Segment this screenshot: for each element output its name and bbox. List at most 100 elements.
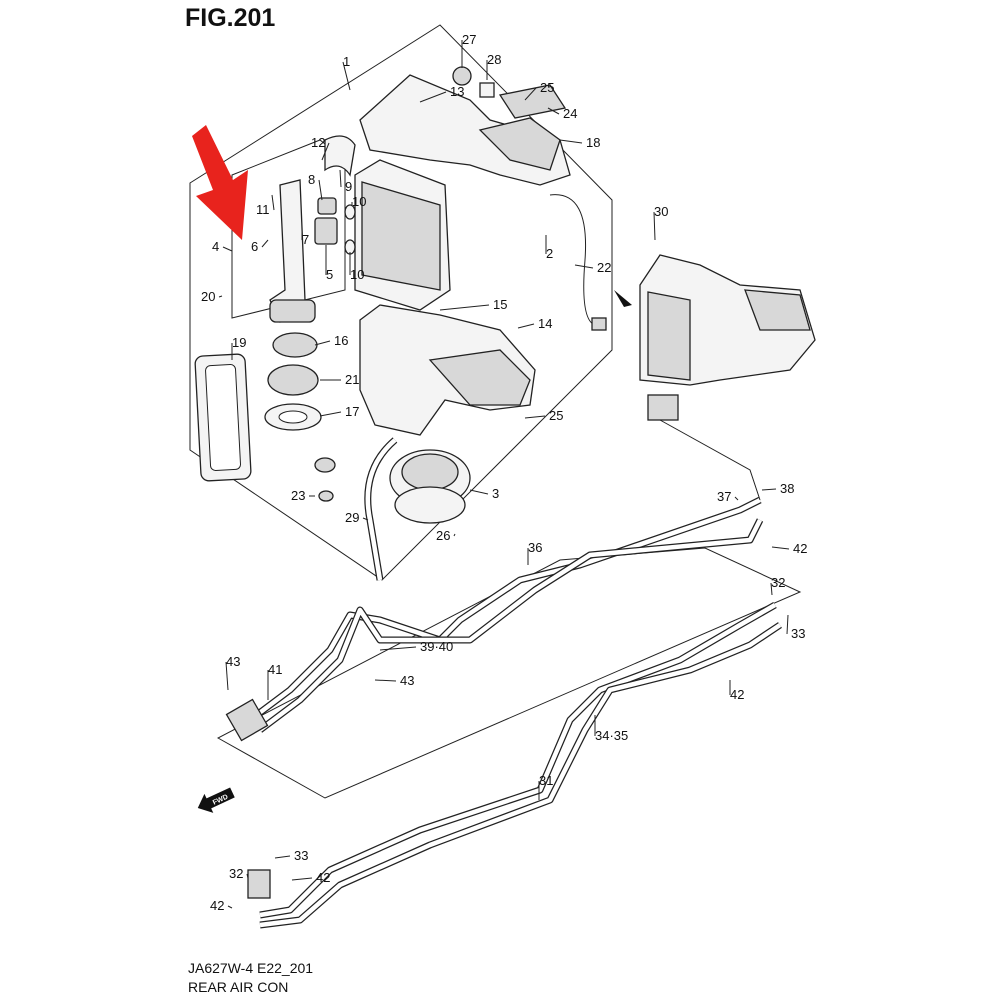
callout-26: 26: [436, 528, 450, 543]
callout-19: 19: [232, 335, 246, 350]
leader-line: [246, 873, 249, 879]
leader-line: [218, 295, 223, 298]
callout-42: 42: [316, 870, 330, 885]
callout-5: 5: [326, 267, 333, 282]
red-pointer-arrow-icon: [192, 125, 248, 240]
leader-line: [314, 340, 331, 346]
direction-arrow-icon: [614, 290, 632, 307]
seal-parts: [194, 332, 336, 502]
leader-line: [469, 489, 489, 495]
callout-43: 43: [226, 654, 240, 669]
leader-line: [439, 304, 490, 311]
callout-9: 9: [345, 179, 352, 194]
callout-42: 42: [210, 898, 224, 913]
drain-hose: [364, 437, 398, 581]
callout-29: 29: [345, 510, 359, 525]
callout-14: 14: [538, 316, 552, 331]
leader-line: [319, 411, 342, 417]
callout-16: 16: [334, 333, 348, 348]
callout-34·35: 34·35: [595, 728, 628, 743]
leader-line: [362, 517, 369, 521]
leader-line: [770, 582, 773, 596]
leader-line: [379, 646, 417, 651]
callout-36: 36: [528, 540, 542, 555]
leader-line: [225, 661, 229, 691]
callout-33: 33: [791, 626, 805, 641]
callout-2: 2: [546, 246, 553, 261]
leader-line: [271, 194, 275, 211]
callout-22: 22: [597, 260, 611, 275]
leader-line: [453, 533, 456, 537]
leader-line: [786, 614, 789, 635]
leader-line: [524, 87, 537, 101]
callout-39·40: 39·40: [420, 639, 453, 654]
callout-25: 25: [549, 408, 563, 423]
main-assembly-frame: [189, 24, 613, 581]
leader-line: [517, 323, 535, 329]
callout-41: 41: [268, 662, 282, 677]
upper-case-part: [359, 66, 571, 186]
callout-17: 17: [345, 404, 359, 419]
sub-frame: [231, 139, 346, 319]
leader-line: [559, 139, 583, 144]
callout-23: 23: [291, 488, 305, 503]
assembled-unit: [639, 254, 816, 421]
callout-7: 7: [302, 232, 309, 247]
leader-line: [771, 546, 790, 550]
callout-31: 31: [539, 773, 553, 788]
leader-line: [374, 679, 397, 682]
leader-line: [227, 905, 233, 909]
leader-line: [291, 877, 313, 881]
leader-line: [342, 61, 351, 91]
leader-line: [339, 169, 342, 188]
leader-line: [574, 264, 594, 269]
callout-42: 42: [793, 541, 807, 556]
callout-20: 20: [201, 289, 215, 304]
leader-line: [261, 239, 269, 248]
callout-6: 6: [251, 239, 258, 254]
leader-line: [222, 246, 233, 252]
callout-37: 37: [717, 489, 731, 504]
evaporator-part: [354, 159, 451, 311]
callout-33: 33: [294, 848, 308, 863]
callout-24: 24: [563, 106, 577, 121]
callout-27: 27: [462, 32, 476, 47]
callout-4: 4: [212, 239, 219, 254]
expansion-valve-parts: [269, 135, 356, 323]
callout-18: 18: [586, 135, 600, 150]
leader-line: [321, 142, 330, 161]
callout-30: 30: [654, 204, 668, 219]
leader-line: [761, 488, 777, 491]
callout-8: 8: [308, 172, 315, 187]
diagram-code: JA627W-4 E22_201: [188, 960, 314, 976]
callout-11: 11: [256, 202, 270, 217]
callout-28: 28: [487, 52, 501, 67]
lower-case-part: [359, 304, 536, 436]
callout-32: 32: [229, 866, 243, 881]
callout-38: 38: [780, 481, 794, 496]
leader-line: [419, 91, 447, 103]
figure-title: FIG.201: [185, 4, 276, 32]
fwd-arrow-icon: FWD: [197, 787, 235, 813]
callout-25: 25: [540, 80, 554, 95]
leader-line: [274, 855, 291, 859]
leader-line: [653, 211, 656, 241]
callout-10: 10: [350, 267, 364, 282]
leader-line: [318, 179, 323, 201]
callout-21: 21: [345, 372, 359, 387]
callout-32: 32: [771, 575, 785, 590]
blower-motor-part: [389, 449, 471, 524]
wire-harness: [549, 194, 596, 326]
diagram-caption: REAR AIR CON: [188, 979, 289, 995]
callout-42: 42: [730, 687, 744, 702]
leader-line: [524, 415, 546, 419]
callout-15: 15: [493, 297, 507, 312]
callout-43: 43: [400, 673, 414, 688]
refrigerant-pipes: [225, 419, 782, 929]
callout-12: 12: [311, 135, 325, 150]
callout-1: 1: [343, 54, 350, 69]
leader-line: [734, 496, 739, 501]
